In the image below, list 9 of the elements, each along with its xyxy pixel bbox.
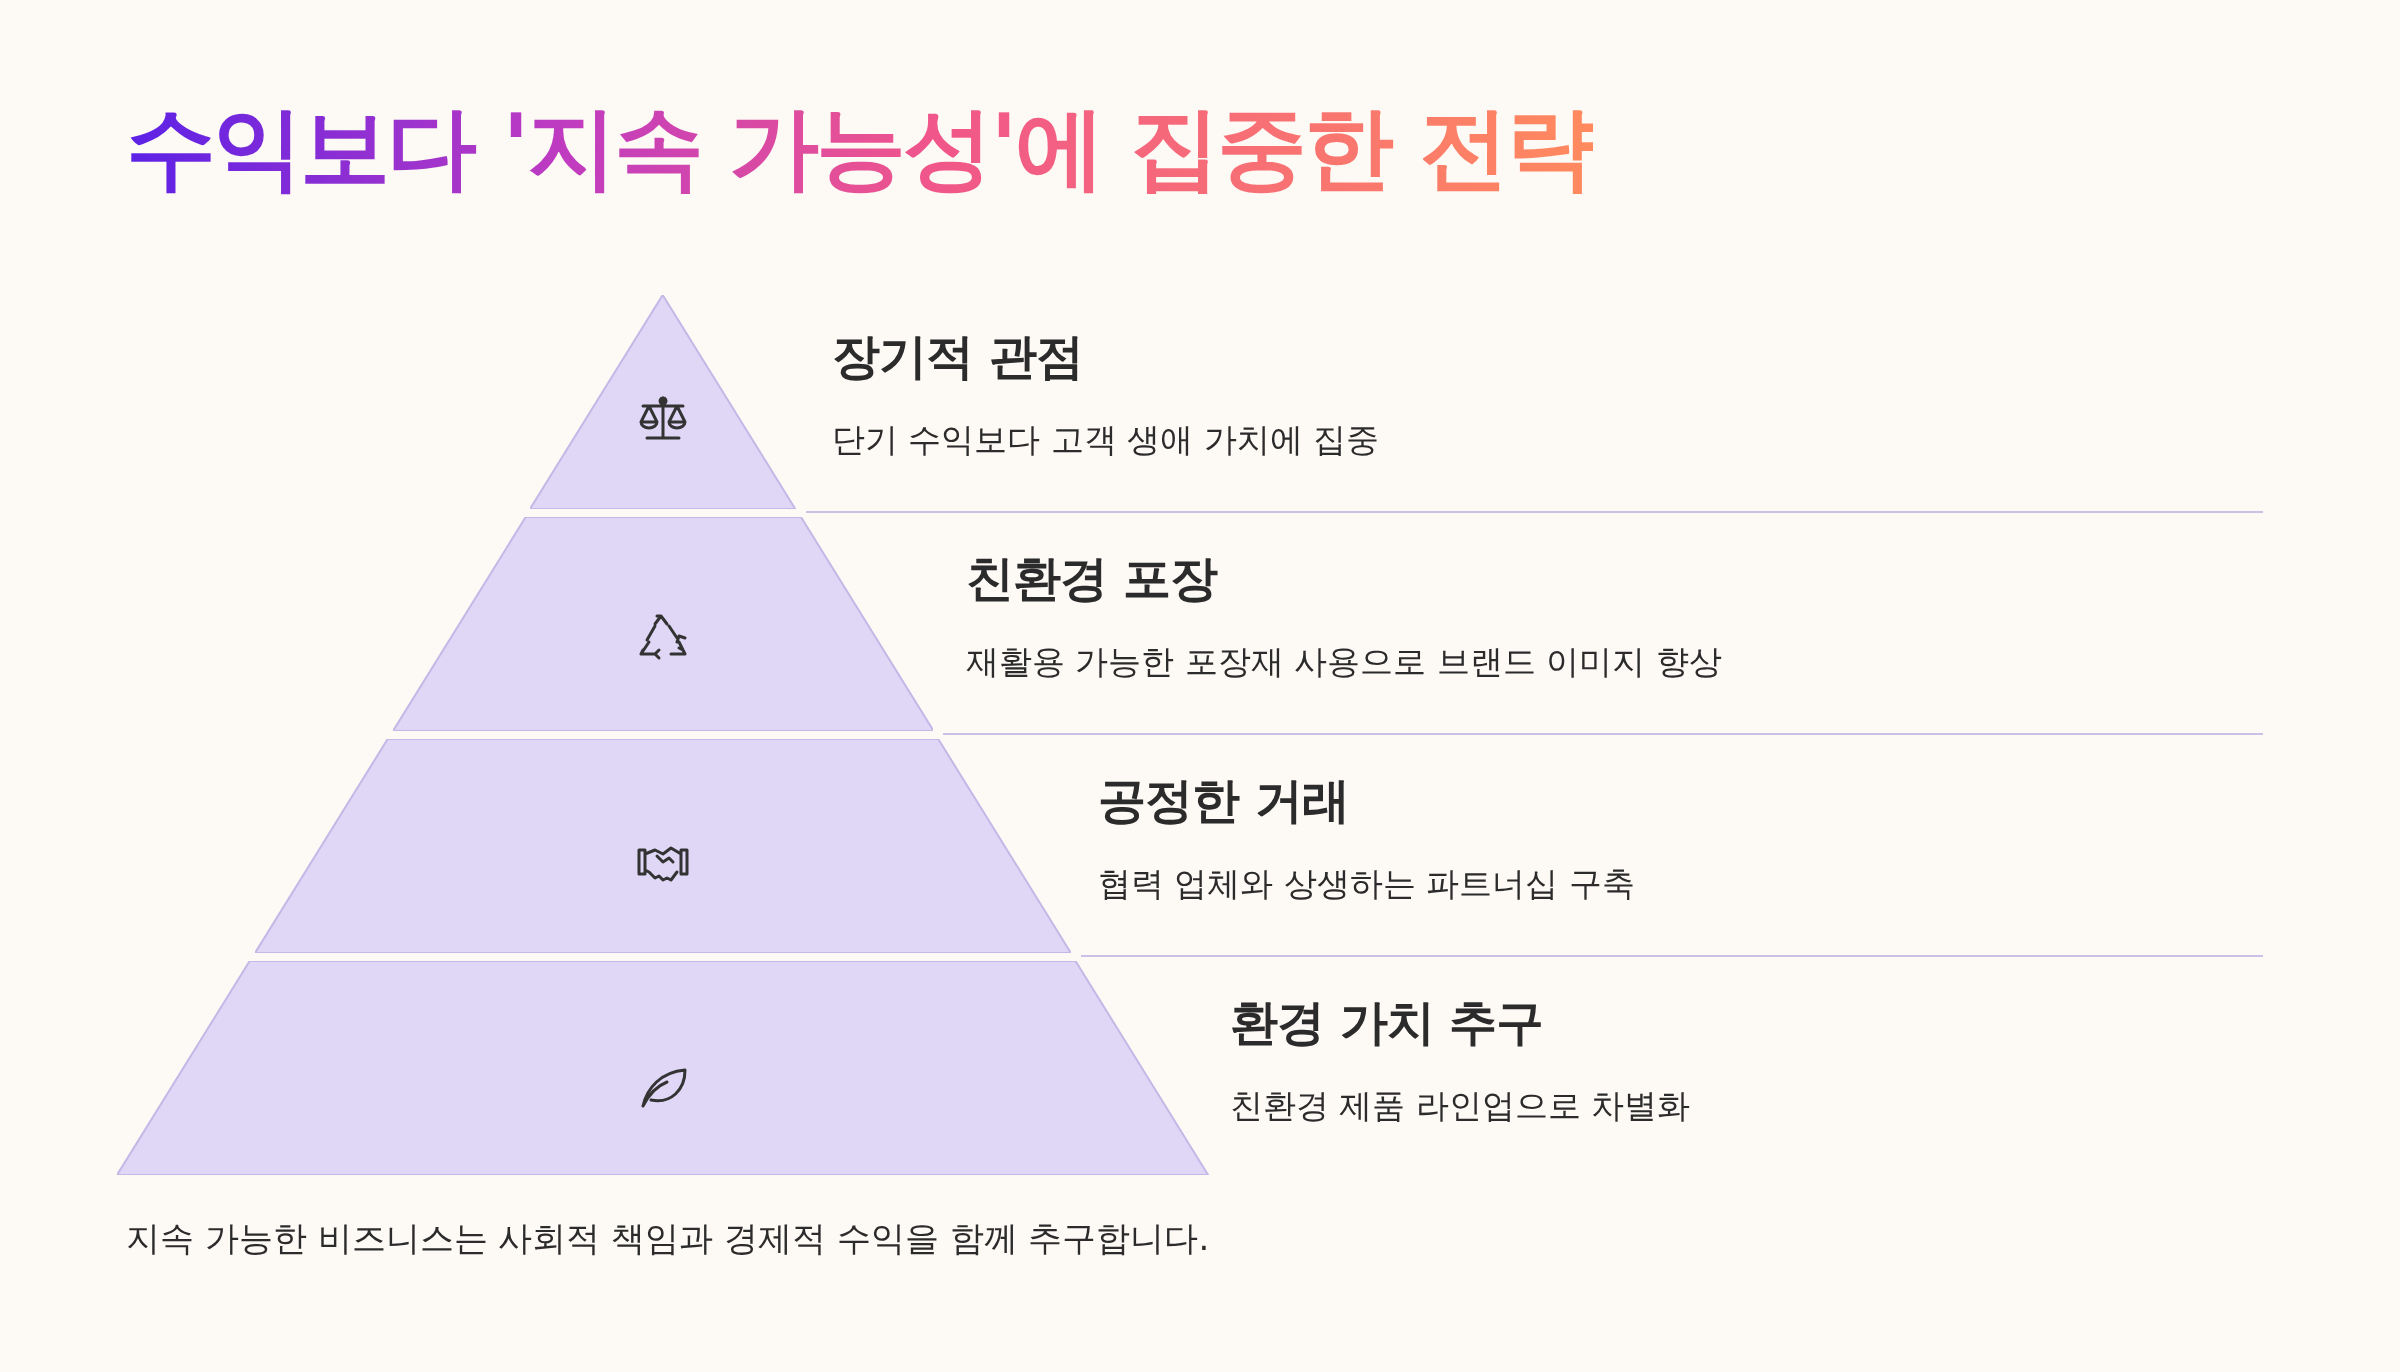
tier-description: 친환경 제품 라인업으로 차별화: [1230, 1085, 1691, 1127]
tier-heading: 장기적 관점: [832, 327, 1083, 386]
tier-description: 협력 업체와 상생하는 파트너십 구축: [1098, 863, 1635, 905]
caption: 지속 가능한 비즈니스는 사회적 책임과 경제적 수익을 함께 추구합니다.: [126, 1217, 1210, 1260]
tier-heading: 공정한 거래: [1098, 771, 1349, 830]
tier-heading: 친환경 포장: [966, 549, 1217, 608]
tier-description: 단기 수익보다 고객 생애 가치에 집중: [832, 419, 1380, 461]
tier-description: 재활용 가능한 포장재 사용으로 브랜드 이미지 향상: [966, 641, 1722, 683]
tier-heading: 환경 가치 추구: [1230, 993, 1544, 1052]
